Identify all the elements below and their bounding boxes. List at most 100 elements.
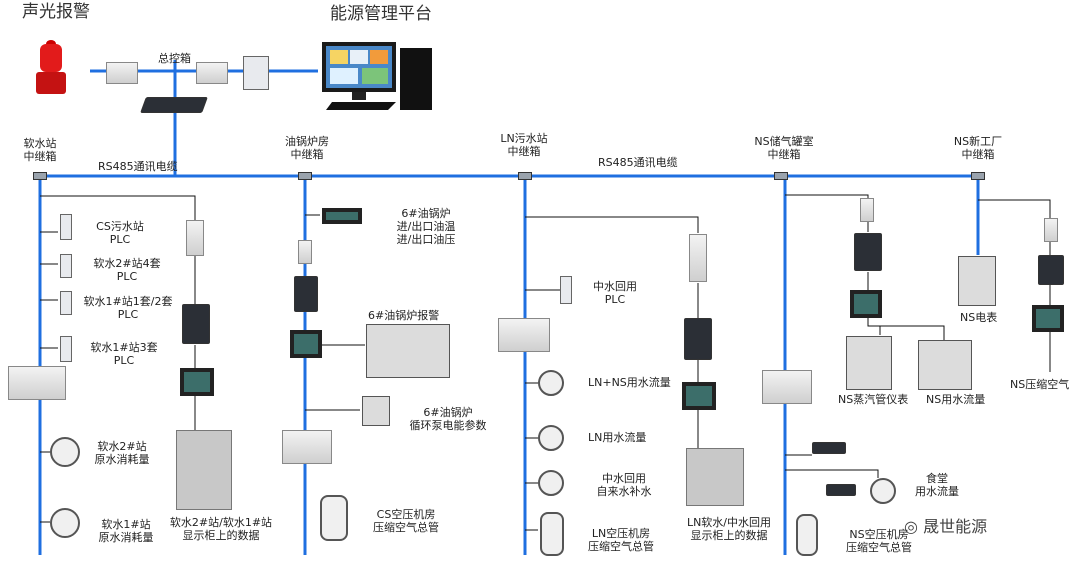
io-module-icon (282, 430, 332, 464)
pump-label: 6#油锅炉 循环泵电能参数 (409, 406, 487, 432)
display-cabinet-photo (176, 430, 232, 510)
signal-isolator-icon (298, 240, 312, 264)
hmi-screen-icon (1032, 305, 1064, 332)
temp-label: 6#油锅炉 进/出口油温 进/出口油压 (396, 207, 456, 246)
air-label: CS空压机房 压缩空气总管 (373, 508, 439, 534)
hmi-screen-icon (180, 368, 214, 396)
steam-label: NS蒸汽管仪表 (838, 393, 909, 406)
station-name: 油锅炉房 (285, 135, 329, 148)
relay-label: 中继箱 (507, 145, 541, 158)
hmi-screen-icon (290, 330, 322, 358)
vortex-flowmeter-icon (320, 495, 348, 541)
relay-box-icon (298, 172, 312, 180)
station-label: 软水站 中继箱 (8, 137, 72, 163)
hmi-screen-icon (682, 382, 716, 410)
meter-label: LN用水流量 (588, 431, 647, 444)
gateway-module-icon (854, 233, 882, 271)
air-label: NS压缩空气 (1010, 378, 1070, 391)
controller-module-icon (243, 56, 269, 90)
flowmeter-icon (538, 425, 564, 451)
plc-module-icon (60, 254, 72, 278)
canteen-label: 食堂 用水流量 (915, 472, 959, 498)
vortex-flowmeter-icon (540, 512, 564, 556)
electric-meter-photo (958, 256, 996, 306)
flowmeter-icon (870, 478, 896, 504)
station-label: NS新工厂 中继箱 (938, 135, 1018, 161)
signal-isolator-icon (860, 198, 874, 222)
gateway-module-icon (182, 304, 210, 344)
gateway-module-icon (294, 276, 318, 312)
bus-label-1: RS485通讯电缆 (98, 160, 178, 173)
plc-label: 软水1#站3套 PLC (90, 341, 158, 367)
vortex-flowmeter-icon (796, 514, 818, 556)
wireless-gateway-icon (812, 442, 846, 454)
plc-module-icon (560, 276, 572, 304)
computer-icon (322, 42, 434, 110)
steam-meter-photo (846, 336, 892, 390)
meter-label: 软水2#站 原水消耗量 (94, 440, 150, 466)
air-label: NS空压机房 压缩空气总管 (846, 528, 912, 554)
platform-title: 能源管理平台 (330, 4, 432, 24)
display-label: LN软水/中水回用 显示柜上的数据 (686, 516, 772, 542)
relay-box-icon (774, 172, 788, 180)
relay-label: 中继箱 (290, 148, 324, 161)
relay-label: 中继箱 (767, 148, 801, 161)
converter-device-icon-2 (196, 62, 228, 84)
io-module-icon (8, 366, 66, 400)
station-name: 软水站 (23, 137, 57, 150)
meter-label: LN+NS用水流量 (588, 376, 671, 389)
alarm-title: 声光报警 (22, 2, 90, 22)
electric-meter-label: NS电表 (960, 311, 998, 324)
plc-module-icon (60, 291, 72, 315)
wechat-icon: ◎ (904, 517, 918, 536)
flowmeter-icon (50, 437, 80, 467)
plc-label: 软水2#站4套 PLC (93, 257, 161, 283)
signal-isolator-icon (186, 220, 204, 256)
meter-label: 软水1#站 原水消耗量 (98, 518, 154, 544)
water-meter-photo (918, 340, 972, 390)
siren-icon (32, 38, 70, 96)
power-meter-icon (362, 396, 390, 426)
wireless-gateway-icon (826, 484, 856, 496)
station-name: NS储气罐室 (754, 135, 814, 148)
signal-isolator-icon (1044, 218, 1058, 242)
flowmeter-icon (538, 470, 564, 496)
relay-box-icon (33, 172, 47, 180)
relay-label: 中继箱 (23, 150, 57, 163)
display-label: 软水2#站/软水1#站 显示柜上的数据 (169, 516, 273, 542)
relay-label: 中继箱 (961, 148, 995, 161)
station-name: LN污水站 (500, 132, 548, 145)
plc-module-icon (60, 336, 72, 362)
io-module-icon (762, 370, 812, 404)
meter-label: LN空压机房 压缩空气总管 (588, 527, 654, 553)
bus-label-2: RS485通讯电缆 (598, 156, 678, 169)
converter-device-icon (106, 62, 138, 84)
alarm-panel-label: 6#油锅炉报警 (368, 309, 440, 322)
signal-isolator-icon (689, 234, 707, 282)
plc-module-icon (60, 214, 72, 240)
station-name: NS新工厂 (953, 135, 1003, 148)
gateway-module-icon (1038, 255, 1064, 285)
hmi-screen-icon (850, 290, 882, 318)
station-label: NS储气罐室 中继箱 (744, 135, 824, 161)
watermark-label: ◎ 晟世能源 (904, 517, 988, 536)
alarm-panel-photo (366, 324, 450, 378)
io-module-icon (498, 318, 550, 352)
station-label: LN污水站 中继箱 (492, 132, 556, 158)
reuse-plc-label: 中水回用 PLC (593, 280, 637, 306)
relay-box-icon (971, 172, 985, 180)
plc-label: 软水1#站1套/2套 PLC (83, 295, 173, 321)
plc-label: CS污水站 PLC (96, 220, 144, 246)
flowmeter-icon (50, 508, 80, 538)
switch-gateway-icon (140, 97, 208, 113)
flowmeter-icon (538, 370, 564, 396)
main-box-label: 总控箱 (158, 52, 191, 65)
gateway-module-icon (684, 318, 712, 360)
temperature-display-icon (322, 208, 362, 224)
water-label: NS用水流量 (926, 393, 986, 406)
relay-box-icon (518, 172, 532, 180)
meter-label: 中水回用 自来水补水 (596, 472, 652, 498)
display-cabinet-photo (686, 448, 744, 506)
station-label: 油锅炉房 中继箱 (275, 135, 339, 161)
